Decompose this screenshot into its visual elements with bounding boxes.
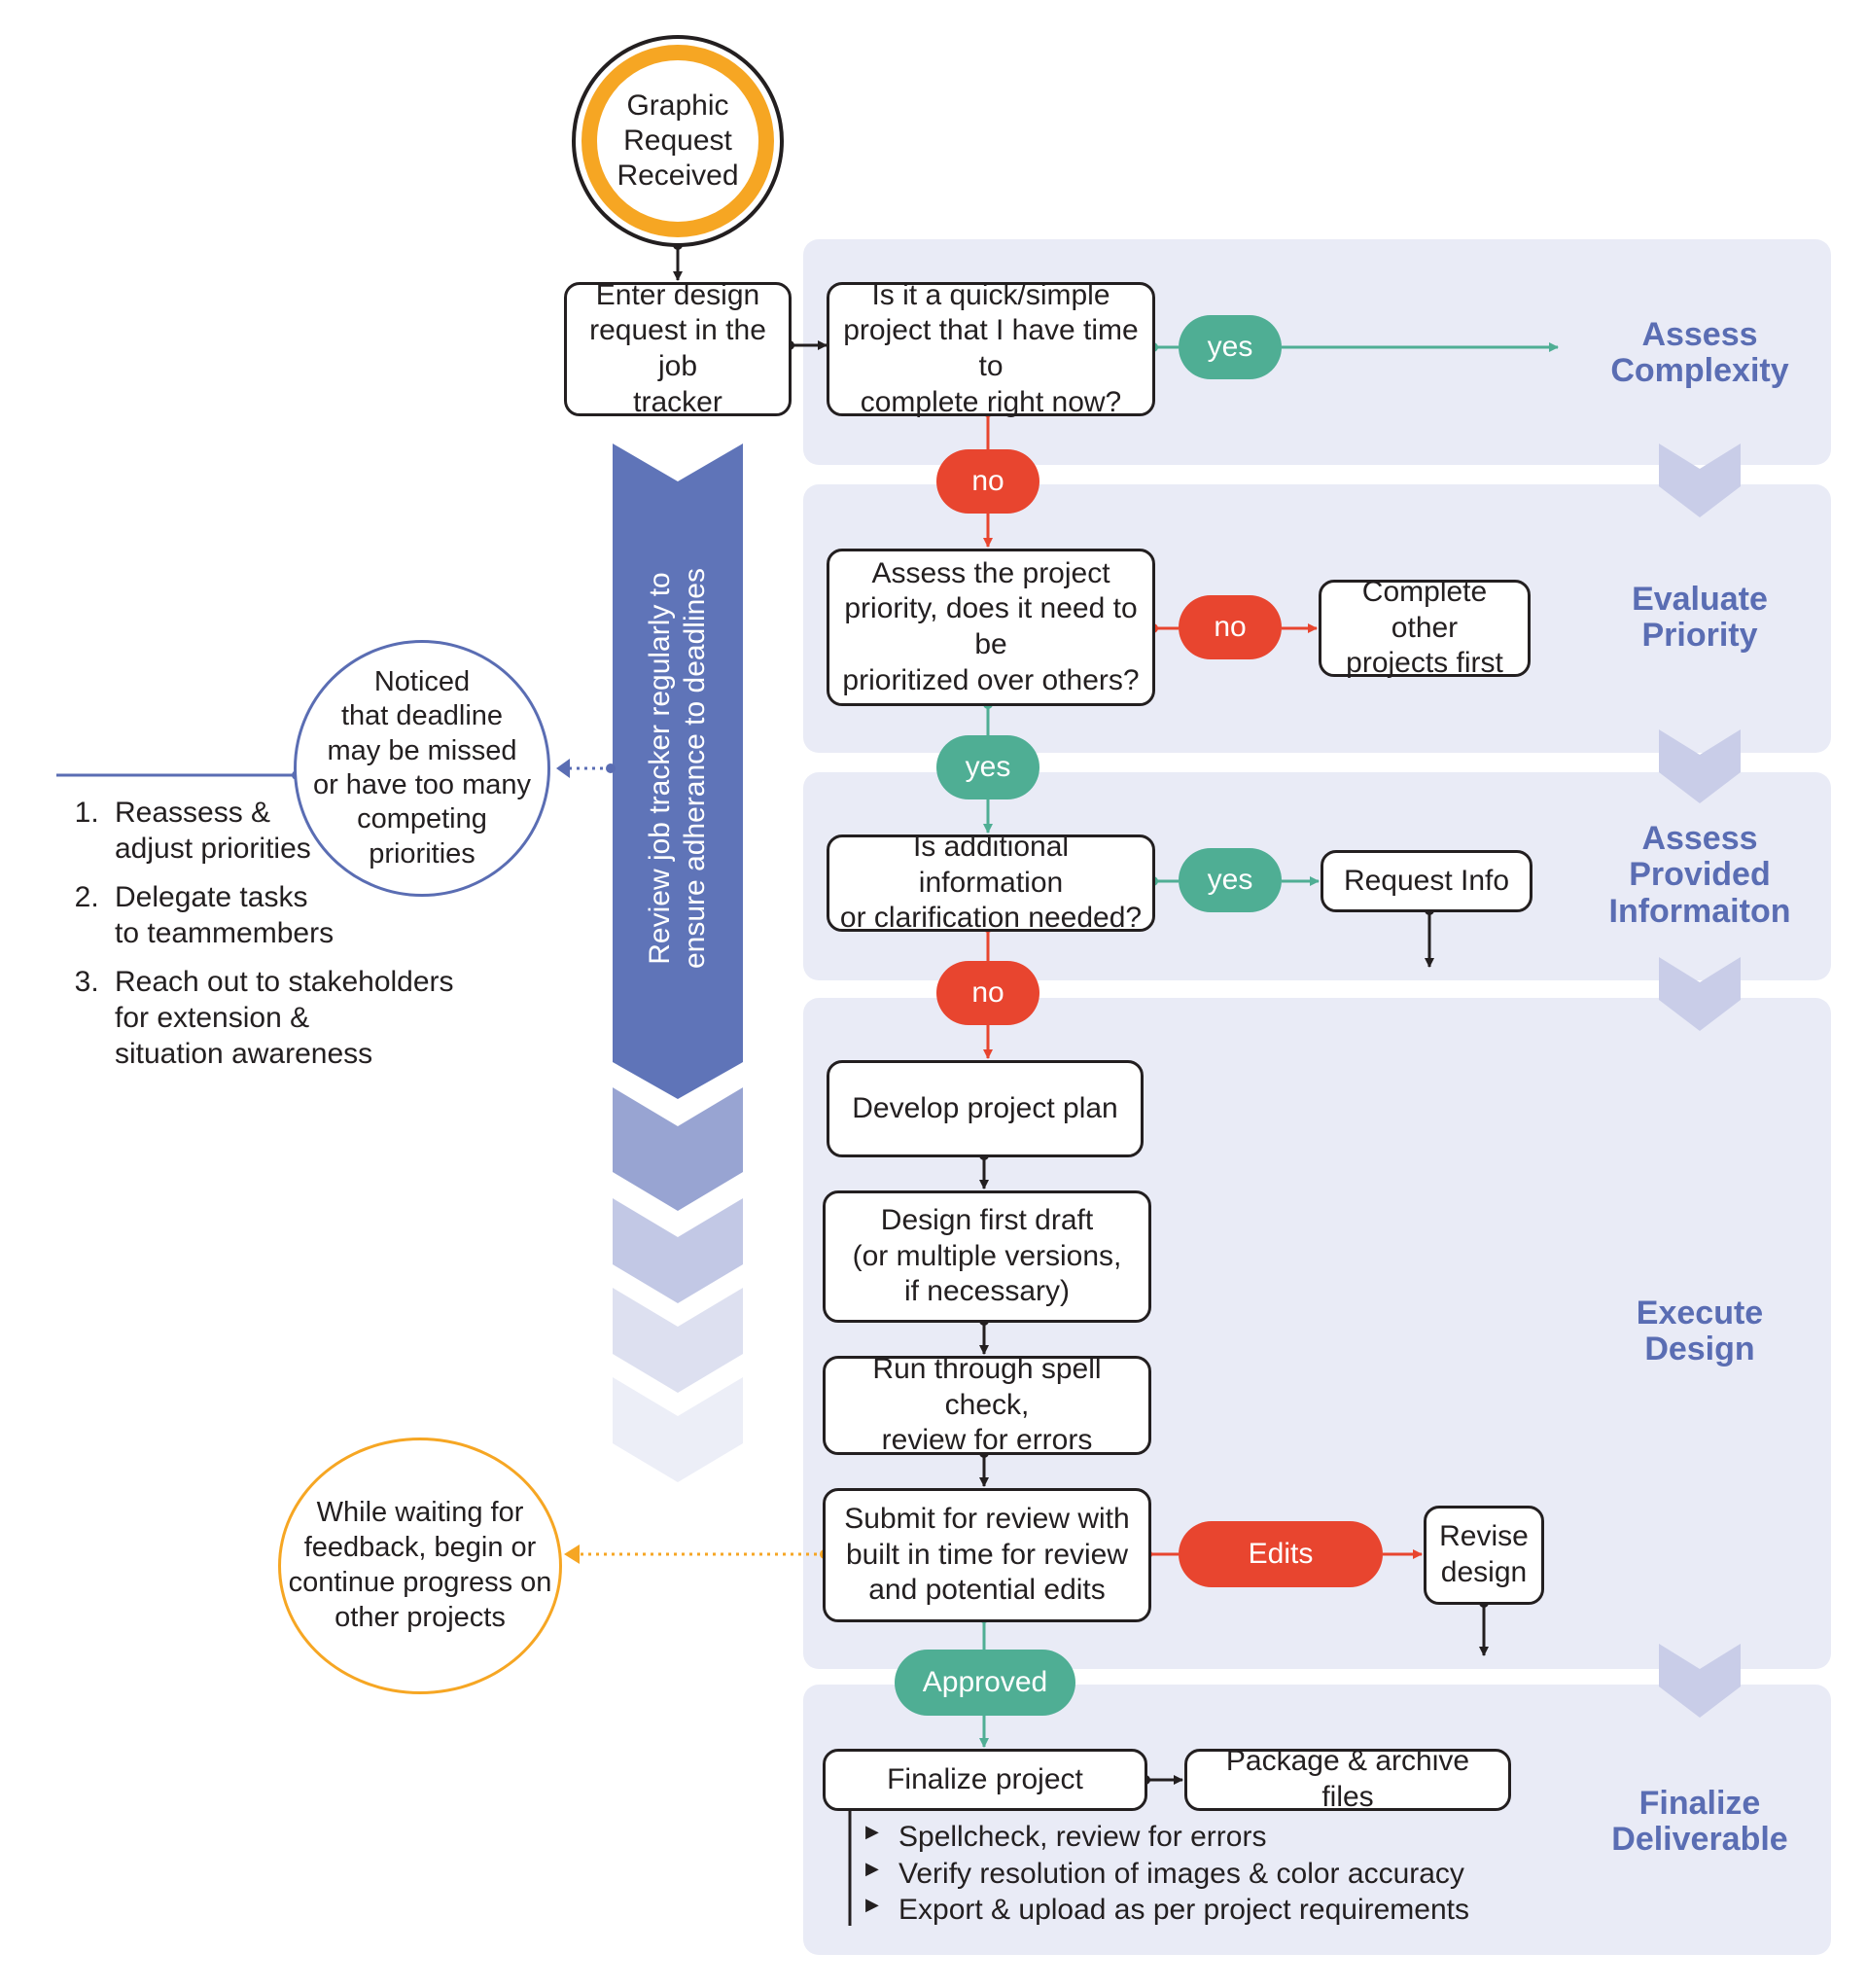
finalize-step: Spellcheck, review for errors [865,1819,1488,1856]
stage-label-assess-info: Assess Provided Informaiton [1608,820,1791,930]
finalize-step: Export & upload as per project requireme… [865,1892,1488,1929]
tracker-chevron [613,1087,743,1211]
stage-chevron [1659,957,1741,1031]
stage-label-evaluate-priority: Evaluate Priority [1632,581,1768,655]
spell-check-box: Run through spell check, review for erro… [823,1353,1151,1456]
no-pill-info: no [936,961,1039,1025]
stage-chevron [1659,729,1741,803]
stage-chevron [1659,1644,1741,1718]
yes-pill-info: yes [1179,848,1282,912]
tracker-note: Review job tracker regularly to ensure a… [644,568,711,969]
start-ring: Graphic Request Received [581,45,774,237]
action-item: Reach out to stakeholders for extension … [107,965,457,1072]
finalize-step: Verify resolution of images & color accu… [865,1856,1488,1893]
revise-design-box: Revise design [1424,1506,1544,1605]
finalize-project-box: Finalize project [823,1749,1147,1811]
complete-other-projects-box: Complete other projects first [1319,576,1531,679]
approved-pill: Approved [895,1650,1075,1716]
tracker-chevron [613,1288,743,1393]
tracker-chevron [613,1198,743,1303]
deadline-risk-circle: Noticed that deadline may be missed or h… [294,640,550,897]
finalize-steps-list: Spellcheck, review for errors Verify res… [865,1819,1488,1929]
stage-label-finalize-deliverable: Finalize Deliverable [1611,1785,1788,1859]
start-node: Graphic Request Received [572,35,784,247]
package-archive-box: Package & archive files [1184,1745,1511,1813]
stage-chevron [1659,444,1741,517]
assess-priority-question-box: Assess the project priority, does it nee… [827,549,1155,706]
yes-pill-priority: yes [936,735,1039,799]
waiting-feedback-circle: While waiting for feedback, begin or con… [278,1438,562,1694]
deadline-actions-list: Reassess & adjust priorities Delegate ta… [49,796,457,1085]
first-draft-box: Design first draft (or multiple versions… [823,1190,1151,1323]
stage-label-assess-complexity: Assess Complexity [1610,316,1789,390]
action-item: Delegate tasks to teammembers [107,880,457,951]
no-pill-quick: no [936,449,1039,514]
no-pill-priority: no [1179,595,1282,659]
quick-simple-question-box: Is it a quick/simple project that I have… [827,279,1155,418]
stage-label-execute-design: Execute Design [1636,1295,1764,1368]
tracker-arrow-body [613,444,743,1099]
develop-plan-box: Develop project plan [827,1060,1144,1157]
tracker-chevron [613,1377,743,1482]
start-label: Graphic Request Received [616,89,739,192]
edits-pill: Edits [1179,1521,1383,1587]
additional-info-question-box: Is additional information or clarificati… [827,831,1155,934]
yes-pill-quick: yes [1179,315,1282,379]
action-item: Reassess & adjust priorities [107,796,457,867]
request-info-box: Request Info [1321,850,1532,912]
submit-review-box: Submit for review with built in time for… [823,1488,1151,1622]
enter-request-box: Enter design request in the job tracker [564,279,792,418]
